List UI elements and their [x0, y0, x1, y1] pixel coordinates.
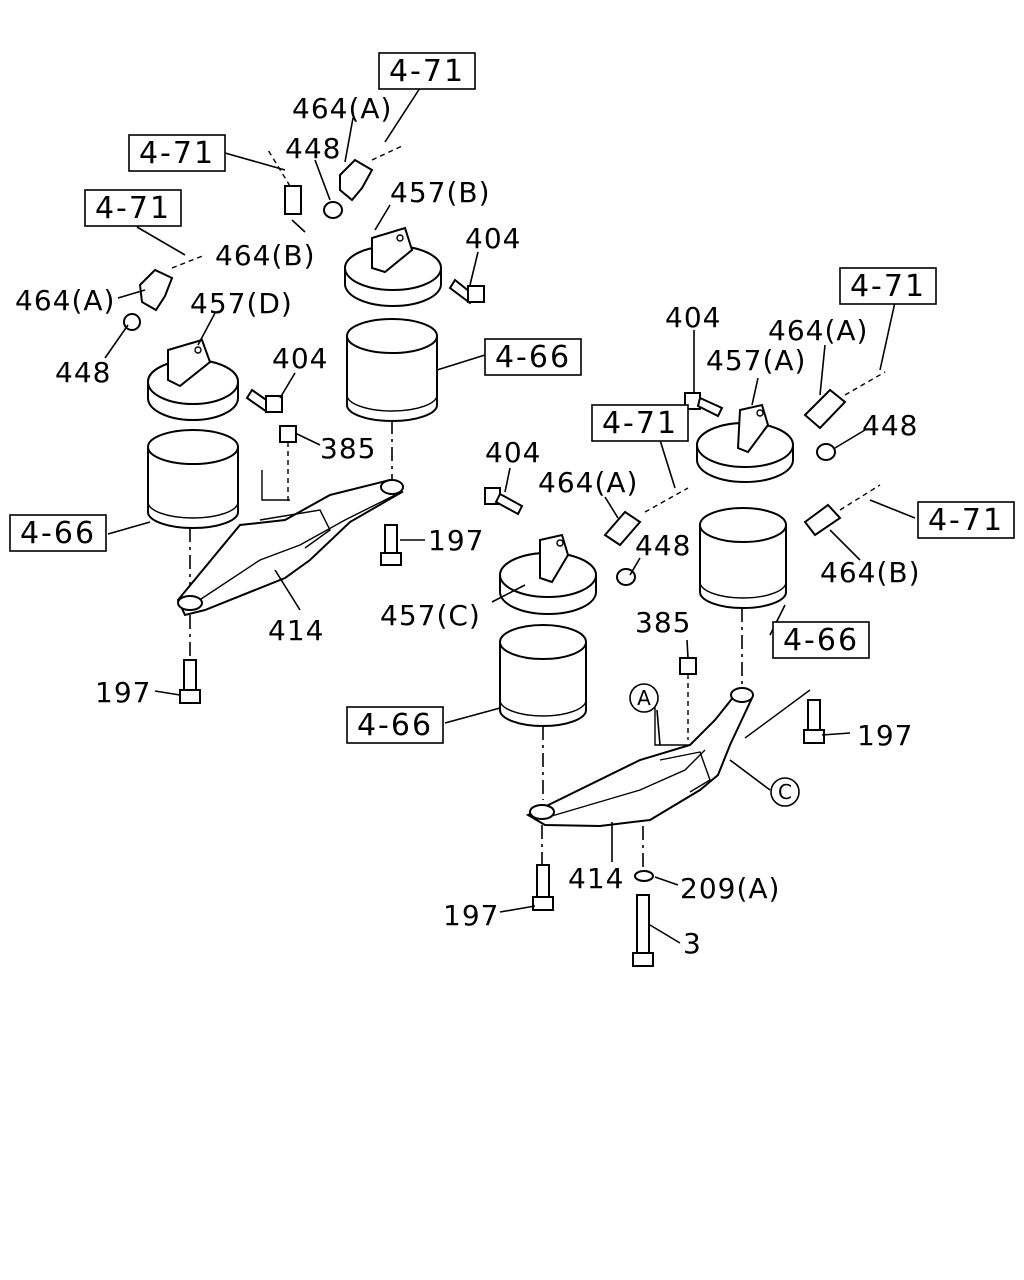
ref-box-4-71-top: 4-71 — [378, 52, 476, 90]
label-404-right: 404 — [665, 301, 721, 334]
label-197-left-lower: 197 — [95, 676, 151, 709]
label-197-center: 197 — [443, 899, 499, 932]
ref-label-4-71-right: 4-71 — [928, 503, 1004, 538]
label-448-top: 448 — [285, 132, 341, 165]
label-457c: 457(C) — [380, 599, 481, 632]
ref-box-4-71-right-top: 4-71 — [839, 267, 937, 305]
marker-c-label: C — [778, 780, 792, 804]
ref-label-4-66-top: 4-66 — [495, 340, 571, 375]
label-448-left: 448 — [55, 356, 111, 389]
ref-box-4-66-center: 4-66 — [346, 706, 444, 744]
ref-label-4-66-right: 4-66 — [783, 623, 859, 658]
mount-457c — [499, 533, 597, 615]
nut-448-top — [323, 201, 343, 219]
ref-label-4-71-center: 4-71 — [602, 406, 678, 441]
label-197-right: 197 — [857, 719, 913, 752]
ref-label-4-71-left: 4-71 — [95, 191, 171, 226]
ref-box-4-71-left: 4-71 — [84, 189, 182, 227]
label-448-right: 448 — [862, 409, 918, 442]
label-385-right: 385 — [635, 606, 691, 639]
label-457d: 457(D) — [190, 287, 293, 320]
bolt-197-left-lower — [179, 659, 201, 704]
label-464a-center: 464(A) — [538, 466, 638, 499]
label-414-left: 414 — [268, 614, 324, 647]
washer-209a — [634, 870, 654, 882]
bolt-404-top — [448, 278, 485, 305]
label-457a: 457(A) — [706, 344, 806, 377]
marker-a: A — [629, 683, 659, 713]
cylinder-left — [147, 429, 239, 529]
bracket-414-right — [525, 657, 754, 828]
ref-label-4-66-left: 4-66 — [20, 516, 96, 551]
bolt-404-left — [245, 388, 283, 414]
fitting-464b-right — [803, 484, 881, 537]
cylinder-center — [499, 624, 587, 727]
label-404-top: 404 — [465, 222, 521, 255]
cylinder-top-left — [346, 318, 438, 422]
label-464a-right: 464(A) — [768, 314, 868, 347]
marker-a-label: A — [637, 686, 651, 710]
bolt-404-right — [684, 392, 724, 418]
bolt-197-center — [532, 864, 554, 911]
bolt-197-right — [744, 689, 825, 744]
ref-box-4-71-upper-left: 4-71 — [128, 134, 226, 172]
label-448-center: 448 — [635, 529, 691, 562]
mount-top-457b — [344, 226, 442, 307]
fitting-464a-right — [803, 371, 886, 430]
ref-box-4-66-left: 4-66 — [9, 514, 107, 552]
leader-lines — [104, 87, 916, 944]
label-3: 3 — [683, 927, 702, 960]
mount-left-457d — [147, 338, 239, 421]
ref-label-4-66-center: 4-66 — [357, 708, 433, 743]
bolt-404-center — [484, 487, 524, 516]
label-464a-left: 464(A) — [15, 284, 115, 317]
marker-c: C — [770, 777, 800, 807]
label-464b-top: 464(B) — [215, 239, 316, 272]
label-464b-right: 464(B) — [820, 556, 921, 589]
label-197-left-upper: 197 — [428, 524, 484, 557]
label-457b: 457(B) — [390, 176, 491, 209]
ref-box-4-71-right: 4-71 — [917, 501, 1015, 539]
label-385-left: 385 — [320, 432, 376, 465]
label-404-left: 404 — [272, 342, 328, 375]
bracket-414-left — [176, 425, 404, 617]
fitting-464a-left — [138, 254, 206, 312]
nut-448-right — [816, 443, 836, 461]
fitting-464a-center — [603, 487, 689, 547]
label-414-right: 414 — [568, 862, 624, 895]
ref-label-4-71-right-top: 4-71 — [850, 269, 926, 304]
label-464a-top: 464(A) — [292, 92, 392, 125]
ref-box-4-66-top: 4-66 — [484, 338, 582, 376]
mount-457a — [696, 403, 794, 483]
cylinder-right — [699, 507, 787, 609]
label-404-center: 404 — [485, 436, 541, 469]
ref-label-4-71-top: 4-71 — [389, 54, 465, 89]
bolt-197-left-upper — [380, 524, 402, 566]
label-209a: 209(A) — [680, 872, 780, 905]
bolt-3 — [632, 894, 654, 967]
ref-box-4-66-right: 4-66 — [772, 621, 870, 659]
fitting-464a-top — [339, 145, 403, 202]
ref-label-4-71-upper-left: 4-71 — [139, 136, 215, 171]
ref-box-4-71-center: 4-71 — [591, 404, 689, 442]
